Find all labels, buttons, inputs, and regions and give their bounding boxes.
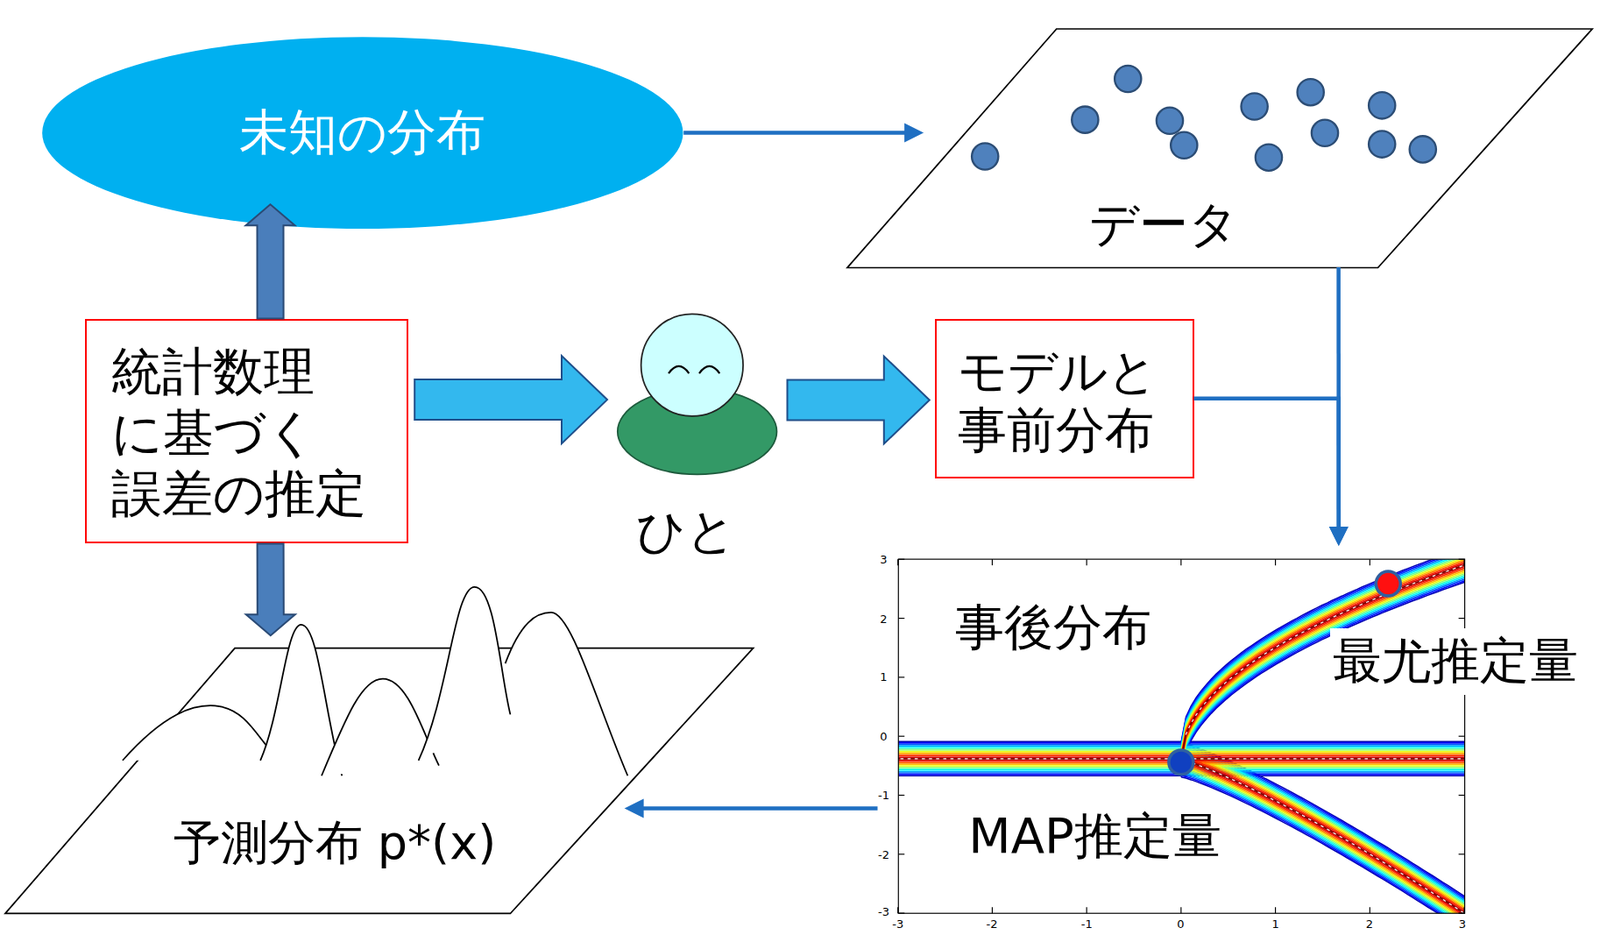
axis-tick: 0 — [879, 729, 887, 743]
node-text: 事後分布 — [952, 598, 1154, 658]
block-arrow — [414, 355, 608, 444]
node-text: データ — [1089, 195, 1239, 255]
axis-tick: 3 — [1458, 916, 1466, 930]
axis-tick: -2 — [877, 847, 890, 861]
axis-tick: 0 — [1176, 916, 1184, 930]
node-text: 統計数理 に基づく 誤差の推定 — [111, 341, 386, 525]
axis-tick: 2 — [1366, 916, 1374, 930]
axis-tick: -1 — [877, 788, 890, 802]
process-box: 統計数理 に基づく 誤差の推定 — [84, 318, 409, 545]
axis-tick: 1 — [879, 670, 887, 684]
flow-arrow — [683, 122, 924, 142]
axis-tick: -2 — [985, 916, 998, 930]
node-text: 未知の分布 — [239, 103, 486, 163]
person-figure: ひと — [612, 311, 781, 561]
ellipse-node: 未知の分布 — [41, 35, 685, 230]
estimate-label: MAP推定量 — [965, 803, 1224, 871]
block-arrow — [246, 543, 296, 636]
block-arrow — [246, 204, 296, 319]
axis-tick: 1 — [1272, 916, 1280, 930]
axis-tick: -1 — [1081, 916, 1093, 930]
axis-tick: -3 — [892, 916, 904, 930]
flow-arrow — [1194, 398, 1349, 546]
estimate-label: 最尤推定量 — [1330, 628, 1581, 695]
node-text: 予測分布 p*(x) — [173, 814, 497, 871]
block-arrow — [787, 356, 930, 445]
data-plane: データ — [847, 28, 1593, 269]
axis-tick: 2 — [879, 611, 887, 625]
node-text: モデルと 事前分布 — [957, 341, 1174, 460]
axis-tick: -3 — [877, 904, 890, 918]
axis-tick: 3 — [879, 552, 887, 567]
flow-arrow — [624, 799, 878, 819]
node-text: ひと — [636, 501, 737, 560]
predictive-plane: 予測分布 p*(x) — [5, 581, 754, 919]
process-box: モデルと 事前分布 — [934, 318, 1195, 479]
